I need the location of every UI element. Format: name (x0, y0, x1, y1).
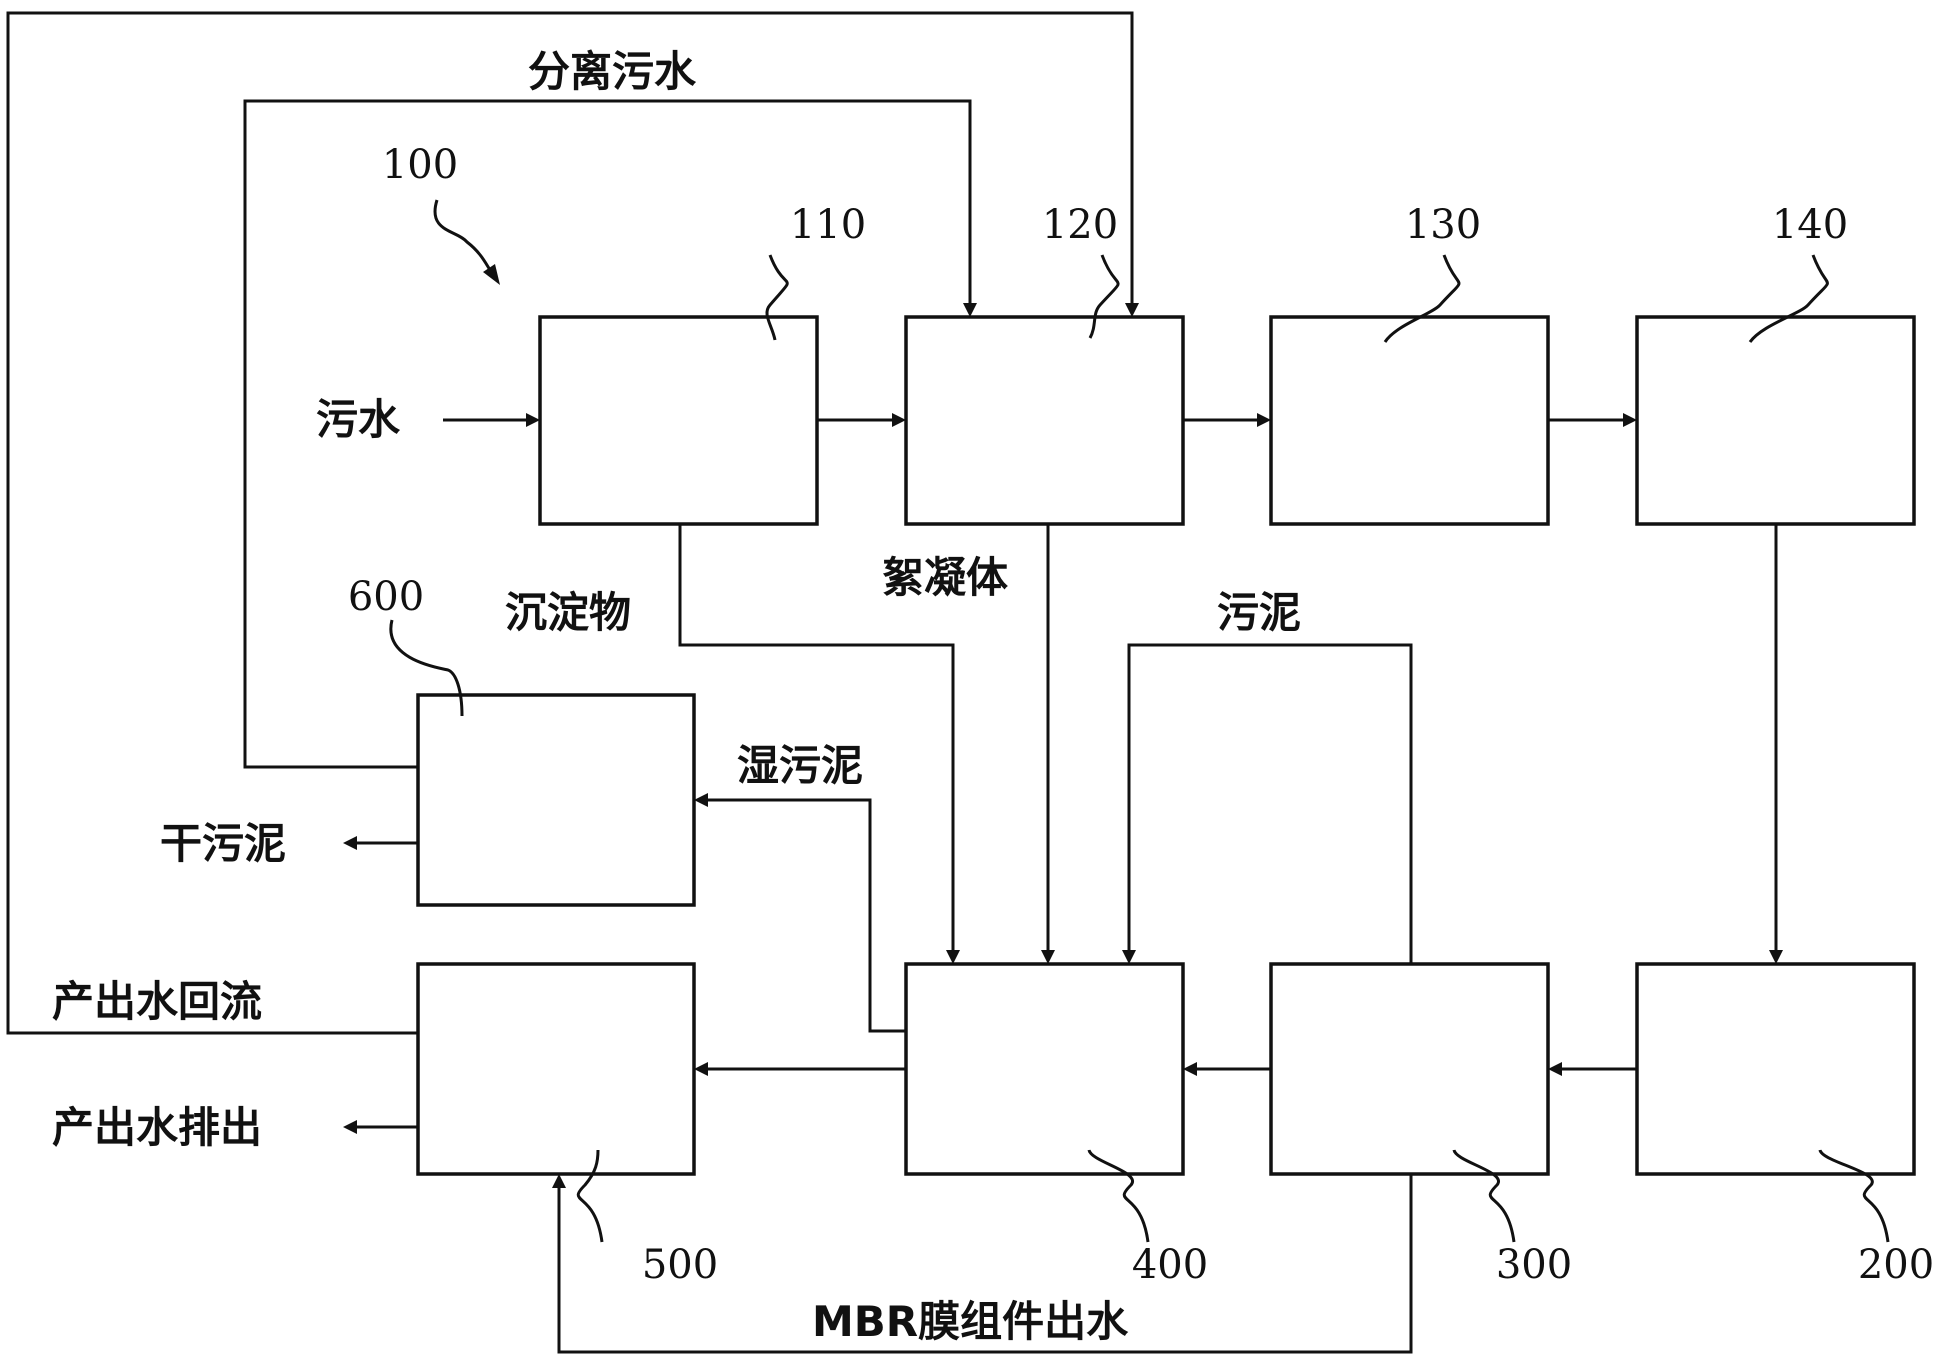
ref-130: 130 (1405, 202, 1481, 248)
ref-400: 400 (1132, 1242, 1208, 1288)
leader-500 (576, 1149, 604, 1243)
box-600 (416, 693, 696, 907)
box-200 (1635, 962, 1916, 1176)
leader-140 (1748, 254, 1829, 343)
ref-600: 600 (348, 574, 424, 620)
leader-120 (1088, 254, 1120, 339)
arrowhead (526, 413, 540, 427)
box-300 (1269, 962, 1550, 1176)
ref-110: 110 (790, 202, 866, 248)
arrowhead (1183, 1062, 1197, 1076)
box-120 (904, 315, 1185, 526)
ref-140: 140 (1772, 202, 1848, 248)
ref-500: 500 (642, 1242, 718, 1288)
flow-separated-sewage-600-to-120 (243, 99, 972, 769)
label-sediment: 沉淀物 (505, 588, 631, 637)
arrowhead (1125, 303, 1139, 317)
flow-mbr-effluent-300-to-500 (557, 1174, 1413, 1354)
leader-130 (1383, 254, 1461, 343)
arrowhead (694, 793, 708, 807)
arrowhead (343, 1120, 357, 1134)
label-dry-sludge: 干污泥 (160, 819, 286, 868)
ref-300: 300 (1496, 1242, 1572, 1288)
label-sewage: 污水 (316, 395, 401, 444)
label-wet-sludge: 湿污泥 (737, 741, 863, 790)
leader-300 (1452, 1149, 1516, 1243)
ref-120: 120 (1042, 202, 1118, 248)
ref-200: 200 (1858, 1242, 1934, 1288)
label-mbr-effluent: MBR膜组件出水 (812, 1297, 1129, 1346)
label-sludge: 污泥 (1217, 588, 1301, 637)
arrowhead (343, 836, 357, 850)
box-140 (1635, 315, 1916, 526)
flow-effluent-reflux-500-to-120 (6, 11, 1134, 1035)
arrowhead (1122, 950, 1136, 964)
arrowhead (963, 303, 977, 317)
label-separated-sewage: 分离污水 (528, 47, 697, 96)
ref-100: 100 (382, 142, 458, 188)
flow-sediment-110-to-400 (678, 524, 955, 952)
box-500 (416, 962, 696, 1176)
flow-sludge-300-to-400 (1127, 643, 1413, 964)
arrowhead (552, 1174, 566, 1188)
leader-600 (389, 619, 464, 717)
arrowhead (694, 1062, 708, 1076)
box-130 (1269, 315, 1550, 526)
label-floc: 絮凝体 (882, 553, 1008, 602)
arrowhead (946, 950, 960, 964)
leader-200 (1818, 1149, 1890, 1243)
arrowhead (892, 413, 906, 427)
arrowhead (1257, 413, 1271, 427)
label-effluent-discharge: 产出水排出 (52, 1103, 262, 1152)
leader-400 (1087, 1149, 1150, 1243)
leader-110 (765, 254, 789, 341)
arrowhead (1041, 950, 1055, 964)
leader-100-arrowhead (483, 264, 500, 285)
label-effluent-reflux: 产出水回流 (52, 977, 262, 1026)
leader-100 (433, 199, 492, 271)
box-400 (904, 962, 1185, 1176)
arrowhead (1769, 950, 1783, 964)
box-110 (538, 315, 819, 526)
arrowhead (1623, 413, 1637, 427)
arrowhead (1548, 1062, 1562, 1076)
flow-wet-sludge-400-to-600 (706, 798, 906, 1033)
